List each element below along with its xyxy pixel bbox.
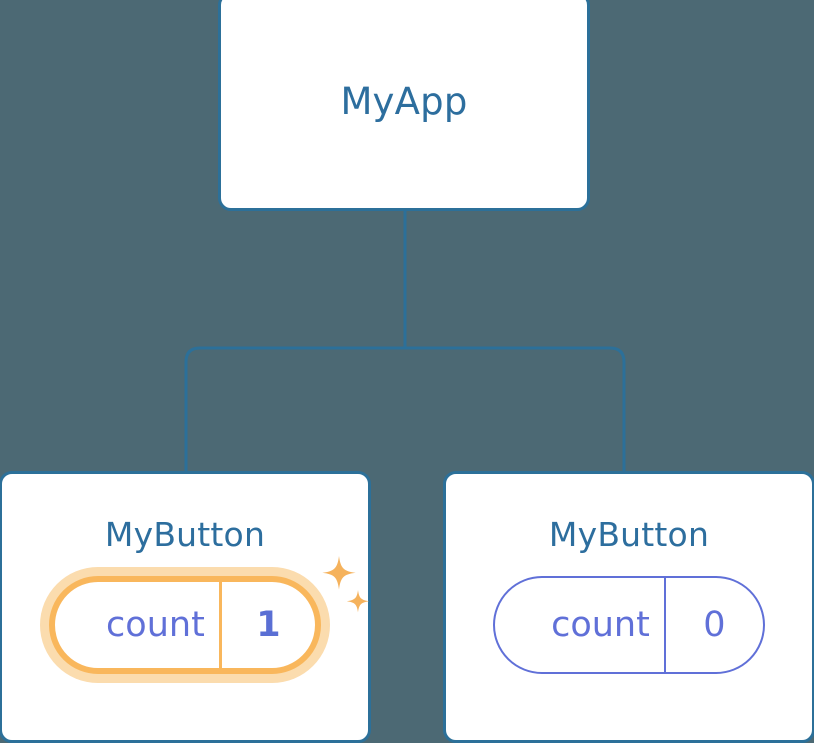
- node-title: MyButton: [548, 515, 710, 554]
- sparkle-icon: [322, 556, 370, 613]
- state-key-cell: count: [495, 578, 664, 672]
- state-pill[interactable]: count 0: [493, 576, 765, 674]
- state-pill-highlighted[interactable]: count 1: [49, 576, 321, 674]
- state-pill-wrapper: count 1: [49, 556, 370, 674]
- node-mybutton-left[interactable]: MyButton count 1: [0, 471, 371, 743]
- node-title: MyApp: [340, 80, 468, 123]
- connector-to-child-right: [405, 346, 626, 471]
- state-value-label: 0: [703, 604, 726, 645]
- state-value-cell: 0: [663, 578, 763, 672]
- state-value-cell: 1: [218, 582, 315, 668]
- state-pill-wrapper: count 0: [493, 576, 765, 674]
- node-title: MyButton: [104, 515, 266, 554]
- node-mybutton-right[interactable]: MyButton count 0: [443, 471, 814, 743]
- node-myapp[interactable]: MyApp: [218, 0, 590, 211]
- connector-to-child-left: [184, 346, 405, 471]
- state-value-label: 1: [256, 604, 281, 645]
- state-key-label: count: [106, 604, 205, 645]
- state-key-cell: count: [55, 582, 219, 668]
- state-key-label: count: [551, 604, 650, 645]
